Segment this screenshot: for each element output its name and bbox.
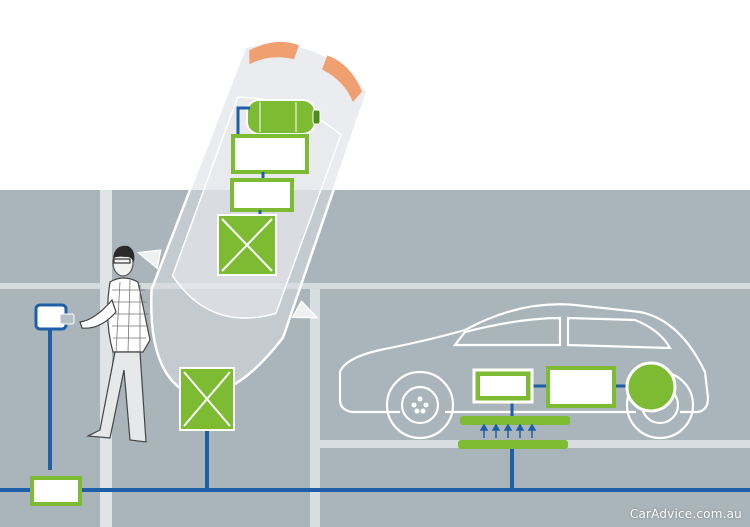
ground-charging-pad-icon xyxy=(179,367,235,431)
person-icon xyxy=(79,245,151,443)
converter-module xyxy=(230,178,294,212)
battery-icon xyxy=(246,99,321,135)
power-supply-box xyxy=(30,476,82,506)
front-wheel-icon xyxy=(385,370,455,440)
car-side-modules xyxy=(472,361,677,416)
ground-plane xyxy=(0,190,750,527)
side-inverter-module xyxy=(546,366,616,408)
watermark: CarAdvice.com.au xyxy=(629,507,742,521)
car-top-modules xyxy=(217,99,321,276)
wall-charger-icon xyxy=(34,303,75,331)
power-cables xyxy=(0,325,750,492)
field-arrows-icon xyxy=(458,416,570,449)
inverter-module xyxy=(231,134,309,174)
wheel-hub xyxy=(411,396,429,414)
receiver-coil-icon xyxy=(217,214,277,276)
motor-icon xyxy=(625,361,677,413)
